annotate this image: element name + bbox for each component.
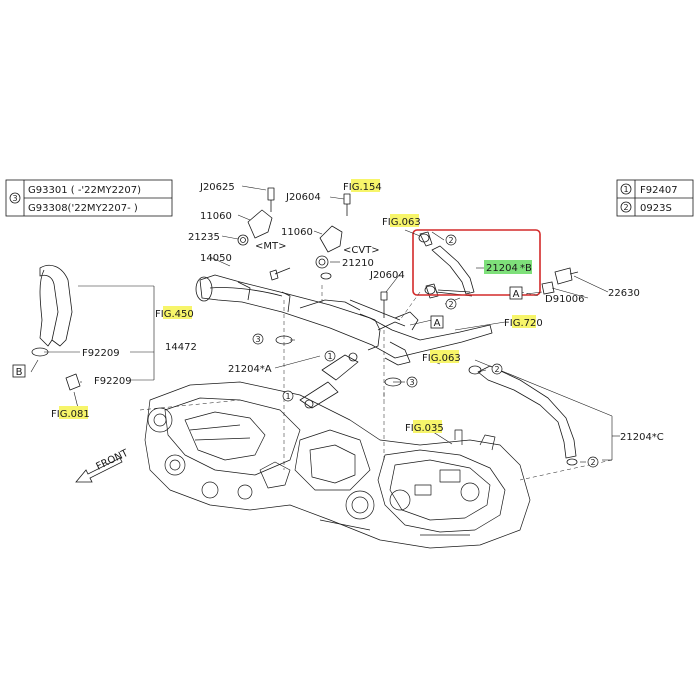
label-j20625: J20625 (199, 182, 235, 193)
legend-left: 3 G93301 ( -'22MY2207) G93308('22MY2207-… (5, 179, 173, 217)
legend-right-circle-2: 2 (623, 203, 628, 212)
callout-3-b: 3 (409, 378, 414, 387)
callout-2-d: 2 (590, 458, 595, 467)
fig-ref-154: FIG.154 (343, 182, 382, 193)
label-d91006: D91006 (545, 294, 585, 305)
hose-b-icon (418, 231, 475, 299)
ref-box-a-1: A (513, 289, 520, 300)
label-mt: <MT> (255, 241, 287, 252)
label-21210: 21210 (342, 258, 374, 269)
ref-box-b: B (16, 367, 23, 378)
highlight-part-number: 21204 (486, 263, 518, 274)
label-11060-a: 11060 (200, 211, 232, 222)
highlight-part-21204b: 21204 *B (484, 260, 532, 274)
label-f92209-a: F92209 (82, 348, 120, 359)
callout-2-c: 2 (494, 365, 499, 374)
callout-labels: 2 2 3 1 1 3 2 2 (255, 236, 595, 467)
sensor-22630 (541, 267, 579, 295)
legend-right-code-2: 0923S (640, 203, 672, 214)
legend-left-circle: 3 (12, 194, 17, 203)
callout-1-a: 1 (327, 352, 332, 361)
coolant-pipe-icon (195, 187, 493, 409)
hose-c-icon (468, 365, 578, 466)
part-labels: J20625 J20604 11060 11060 21235 <MT> <CV… (82, 182, 664, 443)
ref-box-a-2: A (434, 318, 441, 329)
fig-ref-450: FIG.450 (155, 309, 194, 320)
ref-boxes: A A B (12, 286, 523, 378)
front-arrow-icon: FRONT (75, 447, 131, 483)
legend-right-code-1: F92407 (640, 185, 678, 196)
label-21204c: 21204*C (620, 432, 664, 443)
label-j20604-top: J20604 (285, 192, 321, 203)
dashed-leaders (139, 285, 613, 481)
engine-block-icon (144, 381, 531, 549)
callout-3-a: 3 (255, 335, 260, 344)
label-11060-b: 11060 (281, 227, 313, 238)
label-14472: 14472 (165, 342, 197, 353)
label-21204a: 21204*A (228, 364, 272, 375)
fig-references: FIG.154 FIG.063 FIG.450 FIG.720 FIG.063 … (51, 179, 543, 434)
callout-2-a: 2 (448, 236, 453, 245)
label-21235: 21235 (188, 232, 220, 243)
focus-box (412, 229, 541, 296)
label-22630: 22630 (608, 288, 640, 299)
callout-2-b: 2 (448, 300, 453, 309)
front-label: FRONT (94, 447, 130, 472)
fig-ref-720: FIG.720 (504, 318, 543, 329)
highlight-part-suffix: *B (520, 263, 532, 274)
fig-ref-063-b: FIG.063 (422, 353, 461, 364)
hose-14472-icon (31, 264, 81, 391)
label-f92209-b: F92209 (94, 376, 132, 387)
label-j20604-mid: J20604 (369, 270, 405, 281)
callouts (252, 234, 599, 468)
fig-ref-063-a: FIG.063 (382, 217, 421, 228)
label-14050: 14050 (200, 253, 232, 264)
legend-right-circle-1: 1 (623, 185, 628, 194)
fig-ref-035: FIG.035 (405, 423, 444, 434)
legend-right: 1 F92407 2 0923S (616, 179, 694, 217)
callout-1-b: 1 (285, 392, 290, 401)
legend-left-row-1: G93301 ( -'22MY2207) (28, 185, 141, 196)
label-cvt: <CVT> (343, 245, 380, 256)
fig-ref-081: FIG.081 (51, 409, 90, 420)
legend-left-row-2: G93308('22MY2207- ) (28, 203, 138, 214)
